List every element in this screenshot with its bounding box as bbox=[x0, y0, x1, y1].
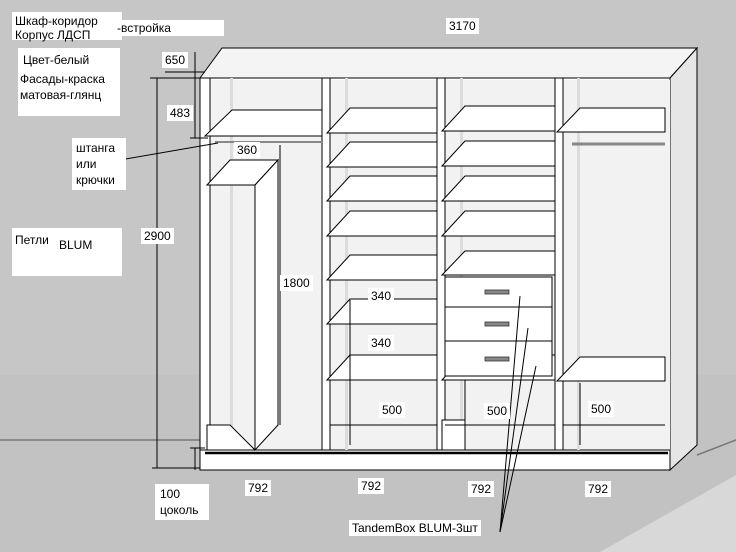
dim-bottom-3: 500 bbox=[588, 401, 615, 417]
right-side-panel bbox=[669, 46, 698, 472]
divider-3 bbox=[554, 77, 564, 451]
shelf-s4-top bbox=[555, 107, 666, 133]
carcass-top bbox=[199, 47, 699, 79]
hinges-box bbox=[12, 228, 122, 276]
plinth-value: 100 bbox=[160, 487, 181, 501]
hinges-label: Петли bbox=[15, 233, 49, 247]
title-line-1: Шкаф-коридор bbox=[15, 14, 98, 28]
rod-note-1: штанга bbox=[76, 141, 116, 155]
plinth-note-box bbox=[155, 484, 209, 520]
dim-section-2: 792 bbox=[358, 478, 385, 494]
dim-rod-height: 360 bbox=[234, 142, 261, 158]
dim-total-height: 2900 bbox=[141, 228, 174, 244]
material-box bbox=[18, 48, 120, 116]
shelf-s3-bottom bbox=[441, 419, 466, 451]
dim-hanging-height: 1800 bbox=[280, 275, 313, 291]
rod-note-3: крючки bbox=[76, 173, 115, 187]
divider-1 bbox=[321, 77, 331, 451]
rod-note-box bbox=[72, 138, 126, 190]
facades-line-1: Фасады-краска bbox=[20, 72, 105, 86]
plinth-label: цоколь bbox=[160, 503, 199, 517]
rod-note-2: или bbox=[76, 157, 97, 171]
dim-section-4: 792 bbox=[585, 481, 612, 497]
shelves-s2 bbox=[325, 107, 438, 381]
drawer-handles bbox=[484, 289, 510, 362]
dim-total-width: 3170 bbox=[446, 18, 479, 34]
color-label: Цвет-белый bbox=[23, 53, 90, 67]
dim-bottom-1: 500 bbox=[379, 402, 406, 418]
hinges-brand: BLUM bbox=[59, 238, 93, 252]
divider-1-depth bbox=[230, 78, 233, 450]
dim-section-3: 792 bbox=[468, 481, 495, 497]
facades-line-2: матовая-глянц bbox=[20, 88, 102, 102]
divider-4-depth bbox=[577, 78, 580, 450]
dim-shelf-gap-1: 340 bbox=[368, 288, 395, 304]
plinth bbox=[199, 449, 671, 471]
shelf-s1-top bbox=[203, 109, 323, 137]
floor-front bbox=[600, 475, 736, 552]
dim-depth: 650 bbox=[162, 52, 189, 68]
floor-line-right bbox=[696, 439, 736, 456]
dim-shelf-gap-2: 340 bbox=[368, 335, 395, 351]
title-box bbox=[12, 12, 122, 40]
divider-2 bbox=[436, 77, 446, 451]
dim-section-1: 792 bbox=[245, 480, 272, 496]
shelf-s1-bottom bbox=[206, 424, 257, 451]
title-line-2: Корпус ЛДСП bbox=[15, 28, 91, 42]
dim-top-shelf: 483 bbox=[167, 105, 194, 121]
builtin-label: -встройка bbox=[114, 20, 224, 36]
drawers-note: TandemBox BLUM-3шт bbox=[349, 520, 481, 536]
left-side-panel bbox=[199, 77, 211, 451]
shelf-s4-bottom bbox=[555, 356, 666, 382]
dim-bottom-2: 500 bbox=[484, 403, 511, 419]
partition-s1 bbox=[254, 158, 279, 452]
